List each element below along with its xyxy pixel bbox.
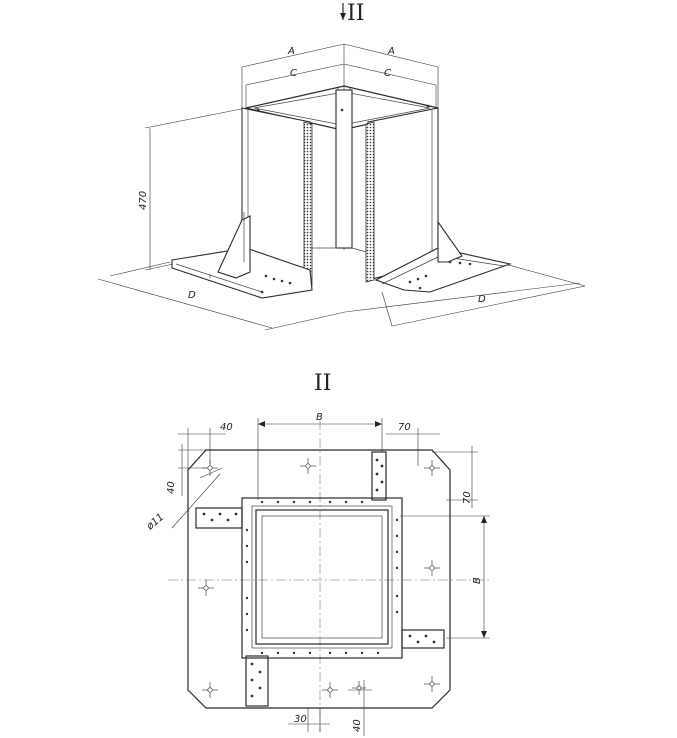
- bracket-left: [195, 507, 243, 529]
- dim-bottom-30: 30: [294, 714, 307, 725]
- dim-a-left: A: [287, 46, 295, 57]
- dim-height: 470: [138, 191, 149, 210]
- bracket-top-right: [371, 451, 387, 501]
- view-marker: II: [340, 1, 364, 26]
- section-title: II: [314, 371, 331, 396]
- dim-left-40: 40: [166, 481, 177, 494]
- dim-c-right: C: [384, 68, 391, 79]
- dim-bottom-40: 40: [352, 719, 363, 732]
- view-marker-label: II: [347, 1, 364, 26]
- bracket-bottom: [245, 655, 269, 707]
- bracket-right: [401, 629, 445, 649]
- dim-hole-dia: ø11: [144, 512, 166, 533]
- dim-b-right: B: [472, 577, 483, 584]
- base-holes: [256, 104, 472, 294]
- plan-view: 40 B 70 40 ø11 70 B 30: [144, 412, 490, 736]
- bracket-holes: [202, 458, 436, 698]
- dim-b-top: B: [316, 412, 323, 423]
- dim-a-right: A: [387, 46, 395, 57]
- anchor-holes: [198, 458, 440, 698]
- dim-c-left: C: [290, 68, 297, 79]
- frame-holes: [245, 500, 399, 655]
- dim-d-left: D: [188, 290, 196, 301]
- dim-right-70: 70: [462, 491, 473, 504]
- dim-top-70: 70: [398, 422, 411, 433]
- isometric-view: A A C C 470 D D: [97, 43, 586, 331]
- dim-d-right: D: [478, 294, 486, 305]
- dim-top-40: 40: [220, 422, 233, 433]
